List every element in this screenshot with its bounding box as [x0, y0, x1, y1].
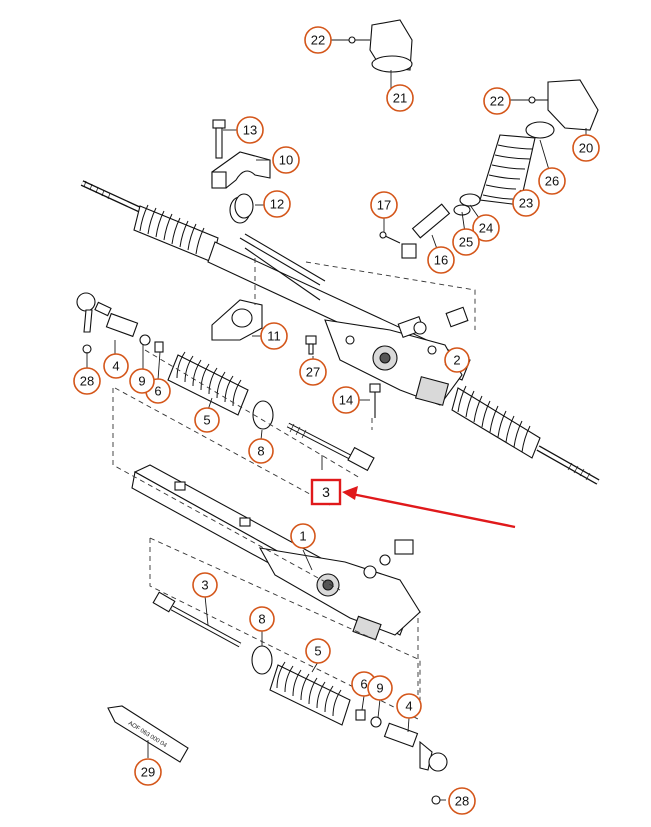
sleeve-4-left	[105, 312, 139, 338]
callout-21: 21	[386, 84, 414, 112]
svg-text:4: 4	[405, 699, 412, 714]
callout-29: 29	[134, 758, 162, 786]
svg-text:21: 21	[393, 91, 407, 106]
svg-text:10: 10	[279, 153, 293, 168]
nut-9-and-6-mid	[139, 334, 164, 353]
callout-3-lower: 3	[192, 572, 218, 598]
mount-bracket-20	[528, 79, 599, 131]
tie-rod-3-lower	[152, 591, 242, 648]
callout-10: 10	[272, 146, 300, 174]
callout-13: 13	[236, 116, 264, 144]
svg-text:16: 16	[434, 253, 448, 268]
svg-text:25: 25	[459, 235, 473, 250]
svg-text:29: 29	[141, 765, 155, 780]
inner-tie-rod-3	[286, 422, 375, 472]
svg-text:13: 13	[243, 123, 257, 138]
callout-14: 14	[332, 386, 360, 414]
callout-5-mid: 5	[194, 407, 220, 433]
svg-text:8: 8	[257, 444, 264, 459]
callout-4-right: 4	[396, 693, 422, 719]
callout-24: 24	[472, 214, 500, 242]
svg-text:8: 8	[258, 612, 265, 627]
clamp-8-lower	[251, 645, 273, 675]
nut-6-9-lower	[355, 709, 382, 728]
callout-8-lower: 8	[249, 606, 275, 632]
callout-28-right: 28	[448, 787, 476, 815]
highlight-callout-3: 3	[310, 478, 342, 506]
callout-22-top: 22	[304, 26, 332, 54]
svg-text:6: 6	[360, 677, 367, 692]
svg-text:22: 22	[311, 33, 325, 48]
svg-text:28: 28	[80, 374, 94, 389]
boot-5-lower	[269, 661, 351, 726]
svg-text:9: 9	[376, 681, 383, 696]
svg-text:26: 26	[545, 174, 559, 189]
svg-text:12: 12	[270, 197, 284, 212]
callout-27: 27	[299, 358, 327, 386]
highlight-label: 3	[322, 484, 330, 500]
callout-26: 26	[538, 167, 566, 195]
mounting-clamp-upper	[211, 151, 271, 189]
svg-text:27: 27	[306, 365, 320, 380]
callout-4-left: 4	[103, 353, 129, 379]
lower-rack-housing-1	[131, 464, 422, 641]
svg-text:24: 24	[479, 221, 493, 236]
svg-text:20: 20	[579, 141, 593, 156]
callout-1: 1	[290, 523, 316, 549]
svg-text:22: 22	[490, 94, 504, 109]
callout-9-lower: 9	[367, 675, 393, 701]
svg-text:17: 17	[377, 198, 391, 213]
upper-rack-assembly	[80, 180, 600, 485]
callout-5-lower: 5	[305, 638, 331, 664]
callout-28-left: 28	[73, 367, 101, 395]
red-pointer-arrow	[342, 486, 516, 529]
callout-16: 16	[427, 246, 455, 274]
callout-8-mid: 8	[248, 438, 274, 464]
svg-text:1: 1	[299, 529, 306, 544]
mount-bracket-21	[348, 19, 413, 73]
svg-text:5: 5	[314, 644, 321, 659]
clamp-8-mid	[252, 400, 274, 430]
seal-ring-26	[525, 121, 555, 139]
bolt-13	[212, 119, 226, 159]
callout-11: 11	[260, 322, 288, 350]
tie-rod-end-left	[76, 292, 112, 354]
svg-text:28: 28	[455, 794, 469, 809]
svg-text:23: 23	[519, 196, 533, 211]
svg-text:9: 9	[138, 374, 145, 389]
callout-12: 12	[263, 190, 291, 218]
callout-22-right: 22	[483, 87, 511, 115]
dust-boot-23	[479, 134, 536, 206]
callout-20: 20	[572, 134, 600, 162]
svg-text:11: 11	[267, 329, 281, 344]
mounting-clamp-lower	[211, 299, 263, 341]
callout-23: 23	[512, 189, 540, 217]
clamp-rings-24-25	[453, 193, 481, 216]
svg-text:3: 3	[201, 578, 208, 593]
assembly-dashed-lines	[112, 258, 476, 721]
svg-text:14: 14	[339, 393, 353, 408]
bolt-14	[369, 383, 381, 418]
callout-2: 2	[444, 347, 470, 373]
svg-text:5: 5	[203, 413, 210, 428]
svg-text:4: 4	[112, 359, 119, 374]
svg-text:2: 2	[453, 353, 460, 368]
bolt-27	[305, 335, 317, 355]
callout-9-mid: 9	[129, 368, 155, 394]
callout-17: 17	[370, 191, 398, 219]
callout-25: 25	[452, 228, 480, 256]
boot-5-mid	[167, 351, 249, 416]
tie-rod-end-right	[383, 722, 448, 805]
bushing-12	[229, 193, 254, 224]
svg-text:6: 6	[154, 384, 161, 399]
valve-16-and-bolt-17	[379, 203, 451, 259]
